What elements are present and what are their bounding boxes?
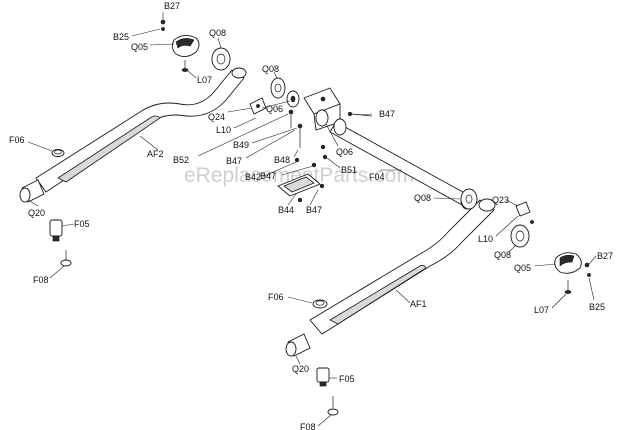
- leveler-f05-left: [49, 219, 63, 242]
- mount-plate-b44: [277, 173, 325, 203]
- end-cap-q20-left: [19, 179, 45, 203]
- screw-l07-right: [564, 280, 572, 294]
- bolts-b51: [311, 144, 328, 168]
- end-cap-q20-right: [285, 333, 311, 357]
- cap-f06-left: [51, 149, 65, 157]
- leveler-f05-right: [316, 367, 330, 387]
- bolts-b48-b49: [288, 109, 303, 163]
- label-b51: B51: [341, 165, 357, 175]
- end-cap-q05-top: [171, 35, 200, 57]
- label-q05-right: Q05: [514, 263, 531, 273]
- label-l10-right: L10: [478, 234, 493, 244]
- label-f06-right: F06: [268, 292, 284, 302]
- label-b27-top: B27: [164, 1, 180, 11]
- label-q08-mid: Q08: [262, 64, 279, 74]
- label-q20-right: Q20: [292, 364, 309, 374]
- end-cap-q05-right: [554, 252, 582, 274]
- bracket-q24: [249, 97, 267, 115]
- label-l07-right: L07: [534, 305, 549, 315]
- label-q24: Q24: [208, 112, 225, 122]
- label-q08-right: Q08: [414, 193, 431, 203]
- foot-f08-bottom: [327, 396, 339, 416]
- label-q05-top: Q05: [131, 42, 148, 52]
- bracket-q23: [515, 201, 534, 224]
- label-f04: F04: [369, 172, 385, 182]
- label-af2: AF2: [147, 149, 164, 159]
- label-q08-top: Q08: [209, 28, 226, 38]
- label-b47-low: B47: [260, 171, 276, 181]
- label-f08-bottom: F08: [300, 422, 316, 430]
- label-f08-left: F08: [33, 275, 49, 285]
- label-l07-top: L07: [197, 75, 212, 85]
- label-b44: B44: [278, 205, 294, 215]
- label-b27-right: B27: [597, 251, 613, 261]
- label-b47-top: B47: [379, 109, 395, 119]
- label-b42: B42: [245, 172, 261, 182]
- foot-f08-left: [60, 250, 72, 267]
- bolt-b47-top: [347, 111, 373, 117]
- frame-tube-af1: [309, 198, 496, 335]
- wheel-q08-mid: [270, 77, 286, 99]
- wheel-q08-right-low: [510, 224, 530, 248]
- label-af1: AF1: [410, 299, 427, 309]
- wheel-q08-right: [460, 188, 478, 210]
- screw-l07-top: [181, 60, 189, 72]
- bolt-b27-b25-right: [584, 262, 591, 277]
- cap-f06-right: [312, 299, 328, 309]
- leader-lines: [27, 12, 597, 427]
- label-b47-bottom: B47: [306, 205, 322, 215]
- label-b47-mid: B47: [226, 156, 242, 166]
- label-f05-right: F05: [339, 374, 355, 384]
- label-b48: B48: [274, 155, 290, 165]
- label-q06-top: Q06: [266, 104, 283, 114]
- label-q20-left: Q20: [28, 208, 45, 218]
- washer-q06-top: [286, 90, 300, 108]
- part-labels: B27 B25 Q05 Q08 L07 Q08 Q24 Q06 L10 B47 …: [9, 1, 613, 430]
- label-b49: B49: [233, 140, 249, 150]
- label-l10-top: L10: [216, 125, 231, 135]
- label-b25-top: B25: [113, 32, 129, 42]
- label-b52: B52: [173, 155, 189, 165]
- wheel-q08-top: [211, 47, 231, 71]
- frame-tube-af2: [35, 67, 247, 193]
- label-f05-left: F05: [74, 219, 90, 229]
- label-q06-mid: Q06: [336, 147, 353, 157]
- label-b25-right: B25: [589, 302, 605, 312]
- watermark: eReplacementParts.com: [184, 164, 414, 187]
- label-q23: Q23: [492, 195, 509, 205]
- label-f06-left: F06: [9, 135, 25, 145]
- label-q08-right-low: Q08: [494, 250, 511, 260]
- bolt-b27-top: [160, 19, 166, 31]
